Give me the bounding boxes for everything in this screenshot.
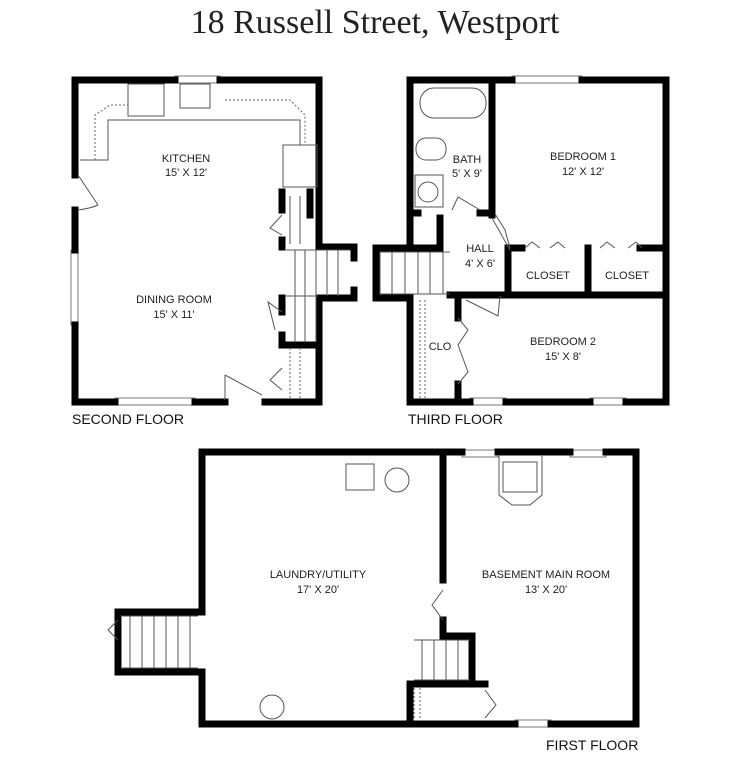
bathtub-icon <box>419 87 487 119</box>
room-name: BEDROOM 2 <box>530 336 596 348</box>
room-size: 5' X 9' <box>452 168 482 180</box>
page-title: 18 Russell Street, Westport <box>190 4 560 41</box>
room-name: CLOSET <box>605 270 649 282</box>
window <box>114 397 196 406</box>
floor-label: FIRST FLOOR <box>546 737 638 753</box>
window <box>469 397 507 406</box>
toilet-icon <box>415 137 447 161</box>
room-size: 4' X 6' <box>465 258 495 270</box>
window <box>70 249 79 326</box>
room-name: HALL <box>466 243 494 255</box>
room-name: CLO <box>429 341 452 353</box>
room-size: 17' X 20' <box>297 584 339 596</box>
staircase <box>286 196 350 398</box>
room-name: CLOSET <box>526 270 570 282</box>
window <box>174 75 221 84</box>
window <box>461 449 499 458</box>
room-name: BATH <box>453 154 482 166</box>
room-size: 12' X 12' <box>562 166 604 178</box>
room-size: 15' X 8' <box>545 351 581 363</box>
floor-label: SECOND FLOOR <box>72 411 184 427</box>
room-size: 15' X 12' <box>165 167 207 179</box>
room-size: 13' X 20' <box>525 584 567 596</box>
second-floor-plan: KITCHEN 15' X 12' DINING ROOM 15' X 11' … <box>70 75 358 427</box>
staircase <box>122 615 470 720</box>
room-name: LAUNDRY/UTILITY <box>270 569 367 581</box>
room-name: DINING ROOM <box>136 294 212 306</box>
window <box>569 449 607 458</box>
floor-label: THIRD FLOOR <box>408 411 503 427</box>
staircase <box>379 251 450 398</box>
room-name: BEDROOM 1 <box>550 151 616 163</box>
room-size: 15' X 11' <box>153 309 194 321</box>
water-heater-icon <box>384 467 410 493</box>
third-floor-plan: BATH 5' X 9' BEDROOM 1 12' X 12' HALL 4'… <box>372 75 670 427</box>
water-heater-icon <box>259 694 285 720</box>
window <box>511 75 583 84</box>
room-name: BASEMENT MAIN ROOM <box>482 569 610 581</box>
window <box>514 719 552 728</box>
refrigerator-icon <box>282 144 318 188</box>
first-floor-plan: LAUNDRY/UTILITY 17' X 20' BASEMENT MAIN … <box>107 448 640 753</box>
stove-icon <box>127 83 165 117</box>
room-name: KITCHEN <box>162 153 210 165</box>
window <box>589 397 627 406</box>
fixture-icon <box>345 463 375 491</box>
sink-icon <box>414 174 444 208</box>
sink-icon <box>179 83 211 109</box>
fireplace-icon <box>498 456 543 506</box>
